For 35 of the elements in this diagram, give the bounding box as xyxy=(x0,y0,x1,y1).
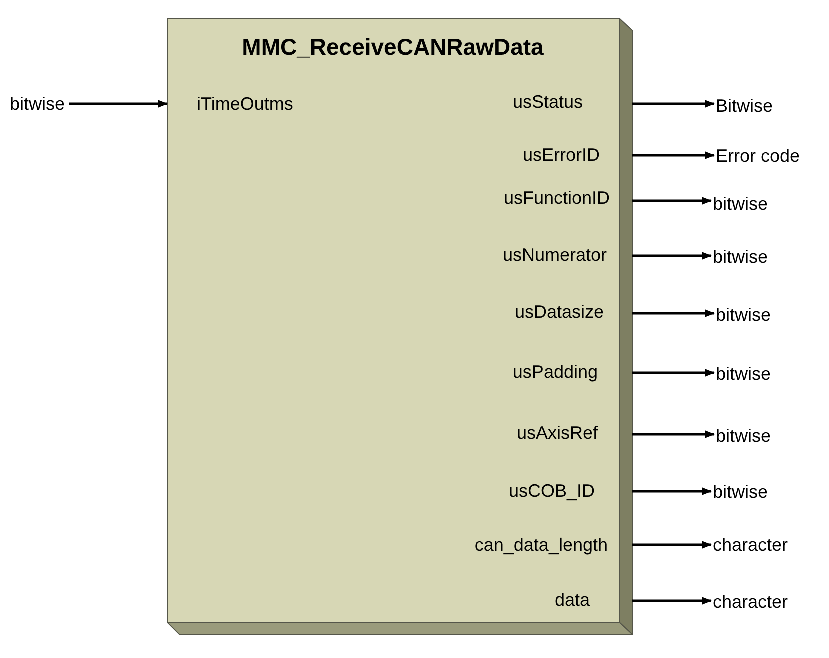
data-type-label: character xyxy=(713,591,788,613)
output-pin-label: data xyxy=(554,589,633,611)
arrow xyxy=(632,369,715,377)
function-block xyxy=(167,18,633,635)
output-pin-label: can_data_length xyxy=(474,534,633,556)
data-type-label: bitwise xyxy=(10,93,66,115)
output-pin-label: usPadding xyxy=(512,361,633,383)
arrow xyxy=(632,488,712,496)
data-type-label: bitwise xyxy=(713,481,768,503)
data-type-label: bitwise xyxy=(716,363,772,385)
data-type-label: bitwise xyxy=(716,304,772,326)
data-type-label: character xyxy=(713,534,788,556)
arrow xyxy=(632,541,712,549)
arrow xyxy=(69,100,168,108)
data-type-label: Bitwise xyxy=(716,95,774,117)
arrow xyxy=(632,430,715,438)
arrow xyxy=(632,152,715,160)
block-title: MMC_ReceiveCANRawData xyxy=(241,33,545,61)
arrow xyxy=(632,597,712,605)
output-pin-label: usDatasize xyxy=(514,301,633,323)
data-type-label: Error code xyxy=(716,145,800,167)
data-type-label: bitwise xyxy=(716,425,772,447)
output-pin-label: usErrorID xyxy=(522,144,633,166)
input-pin-label: iTimeOutms xyxy=(167,93,294,115)
arrow xyxy=(632,197,712,205)
arrow xyxy=(632,100,715,108)
output-pin-label: usNumerator xyxy=(502,244,633,266)
output-pin-label: usCOB_ID xyxy=(508,480,633,502)
output-pin-label: usFunctionID xyxy=(504,187,633,209)
data-type-label: bitwise xyxy=(713,193,768,215)
arrow xyxy=(632,252,712,260)
data-type-label: bitwise xyxy=(713,246,768,268)
output-pin-label: usAxisRef xyxy=(516,422,633,444)
arrow xyxy=(632,310,715,318)
output-pin-label: usStatus xyxy=(512,91,633,113)
